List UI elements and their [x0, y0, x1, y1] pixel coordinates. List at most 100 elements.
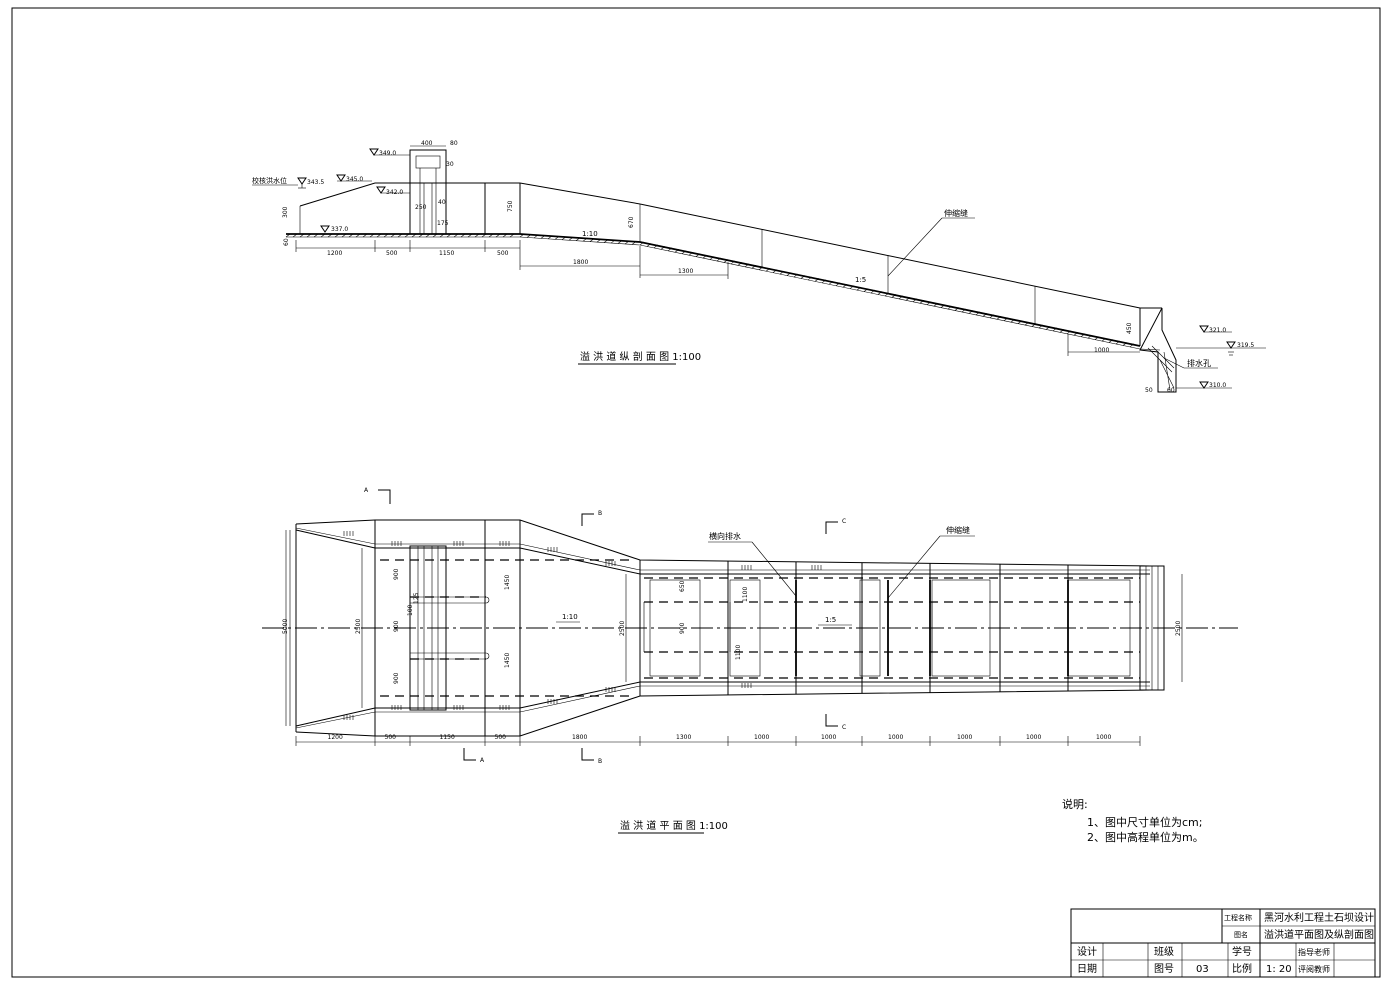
svg-text:2500: 2500: [619, 621, 626, 636]
svg-text:900: 900: [393, 568, 400, 580]
plan-dim-label: 1000: [1026, 734, 1041, 741]
svg-text:125: 125: [413, 592, 420, 604]
drain-hole-label: 排水孔: [1187, 358, 1211, 368]
svg-text:337.0: 337.0: [331, 226, 348, 233]
svg-text:比例: 比例: [1232, 962, 1252, 975]
svg-text:C: C: [842, 518, 846, 525]
svg-text:40: 40: [438, 199, 446, 206]
plan-dim-label: 1000: [888, 734, 903, 741]
svg-text:1450: 1450: [504, 653, 511, 668]
svg-text:670: 670: [628, 216, 635, 228]
svg-text:B: B: [598, 758, 602, 765]
plan-dim-label: 1000: [1096, 734, 1111, 741]
svg-text:1100: 1100: [735, 645, 742, 660]
svg-text:319.5: 319.5: [1237, 342, 1254, 349]
plan-dim-label: 1000: [821, 734, 836, 741]
svg-text:5000: 5000: [282, 619, 289, 634]
notes: 说明: 1、图中尺寸单位为cm; 2、图中高程单位为m。: [1062, 797, 1204, 844]
svg-text:450: 450: [1126, 322, 1133, 334]
svg-text:2500: 2500: [355, 619, 362, 634]
svg-text:C: C: [842, 724, 846, 731]
plan-dim-label: 1000: [957, 734, 972, 741]
approach-slope: [299, 182, 420, 207]
slope-label-1-10: 1:10: [582, 230, 598, 238]
slope-label-1-5: 1:5: [855, 276, 866, 284]
svg-text:评阅教师: 评阅教师: [1298, 964, 1330, 974]
svg-text:1:5: 1:5: [825, 616, 836, 624]
svg-text:指导老师: 指导老师: [1298, 947, 1330, 957]
svg-text:B: B: [598, 510, 602, 517]
plan-joint-label: 伸缩缝: [946, 525, 970, 535]
profile-title: 溢 洪 道 纵 剖 面 图 1:100: [580, 350, 701, 363]
plan-dim-label: 500: [385, 734, 397, 741]
plan-dim-label: 500: [495, 734, 507, 741]
svg-text:学号: 学号: [1232, 945, 1252, 958]
plan-dim-label: 1150: [440, 734, 455, 741]
plan-dim-label: 1300: [676, 734, 691, 741]
svg-text:50: 50: [1145, 387, 1153, 394]
scale-value: 1: 20: [1266, 964, 1292, 975]
svg-text:A: A: [364, 487, 369, 494]
svg-text:310.0: 310.0: [1209, 382, 1226, 389]
svg-text:1100: 1100: [742, 587, 749, 602]
plan-title: 溢 洪 道 平 面 图 1:100: [620, 819, 728, 832]
svg-text:图号: 图号: [1154, 963, 1174, 975]
svg-text:工程名称: 工程名称: [1224, 913, 1252, 922]
svg-text:A: A: [480, 757, 485, 764]
svg-text:100: 100: [407, 604, 414, 616]
svg-text:650: 650: [679, 580, 686, 592]
plan-view: 1200 500 1150 500 1800 1300 1000 1000 1000 1000 10…: [262, 487, 1238, 834]
svg-text:175: 175: [437, 220, 449, 227]
svg-text:80: 80: [450, 140, 458, 147]
svg-text:30: 30: [446, 161, 454, 168]
svg-text:250: 250: [415, 204, 427, 211]
svg-text:300: 300: [282, 206, 289, 218]
profile-floor-bottom: [286, 236, 1161, 351]
svg-text:321.0: 321.0: [1209, 327, 1226, 334]
svg-text:500: 500: [497, 250, 509, 257]
svg-text:750: 750: [507, 200, 514, 212]
svg-text:图名: 图名: [1234, 930, 1248, 939]
svg-text:1800: 1800: [573, 259, 588, 266]
end-sill: [1139, 307, 1177, 393]
note-2: 2、图中高程单位为m。: [1087, 830, 1204, 844]
project-name: 黑河水利工程土石坝设计: [1264, 911, 1374, 924]
svg-text:1300: 1300: [678, 268, 693, 275]
plan-dim-label: 1000: [754, 734, 769, 741]
svg-text:1:10: 1:10: [562, 613, 578, 621]
gate-pier: [409, 149, 447, 235]
floor-hatch: [285, 233, 1135, 348]
svg-text:342.0: 342.0: [386, 189, 403, 196]
sheet-frame: [11, 7, 1381, 978]
svg-text:1000: 1000: [1094, 347, 1109, 354]
plan-dim-label: 1200: [328, 734, 343, 741]
title-block: 工程名称 黑河水利工程土石坝设计 图名 溢洪道平面图及纵剖面图 设计 班级 学号…: [1070, 908, 1376, 978]
wall-top-2: [639, 203, 1141, 309]
svg-text:900: 900: [393, 672, 400, 684]
plan-dim-label: 1800: [572, 734, 587, 741]
wall-top-1: [519, 182, 641, 205]
longitudinal-profile: 校核洪水位 343.5 345.0 349.0 342.0 337.0 321.…: [252, 140, 1266, 394]
svg-text:343.5: 343.5: [307, 179, 324, 186]
svg-text:900: 900: [393, 620, 400, 632]
elevation-markers: [252, 148, 1266, 389]
svg-text:900: 900: [679, 622, 686, 634]
svg-text:1150: 1150: [439, 250, 454, 257]
svg-text:60: 60: [283, 238, 290, 246]
svg-text:1200: 1200: [327, 250, 342, 257]
note-1: 1、图中尺寸单位为cm;: [1087, 815, 1202, 829]
check-flood-label: 校核洪水位: [252, 176, 287, 185]
svg-text:1450: 1450: [504, 575, 511, 590]
svg-text:60: 60: [1167, 387, 1175, 394]
drawing-name: 溢洪道平面图及纵剖面图: [1264, 928, 1374, 941]
joint-label: 伸缩缝: [944, 208, 968, 218]
svg-text:345.0: 345.0: [346, 176, 363, 183]
notes-heading: 说明:: [1062, 797, 1088, 811]
svg-text:班级: 班级: [1154, 946, 1174, 958]
svg-text:349.0: 349.0: [379, 150, 396, 157]
lateral-drain-label: 横向排水: [709, 531, 741, 541]
svg-text:日期: 日期: [1077, 963, 1097, 975]
sheet-number: 03: [1196, 964, 1209, 975]
profile-floor: [286, 233, 1141, 347]
